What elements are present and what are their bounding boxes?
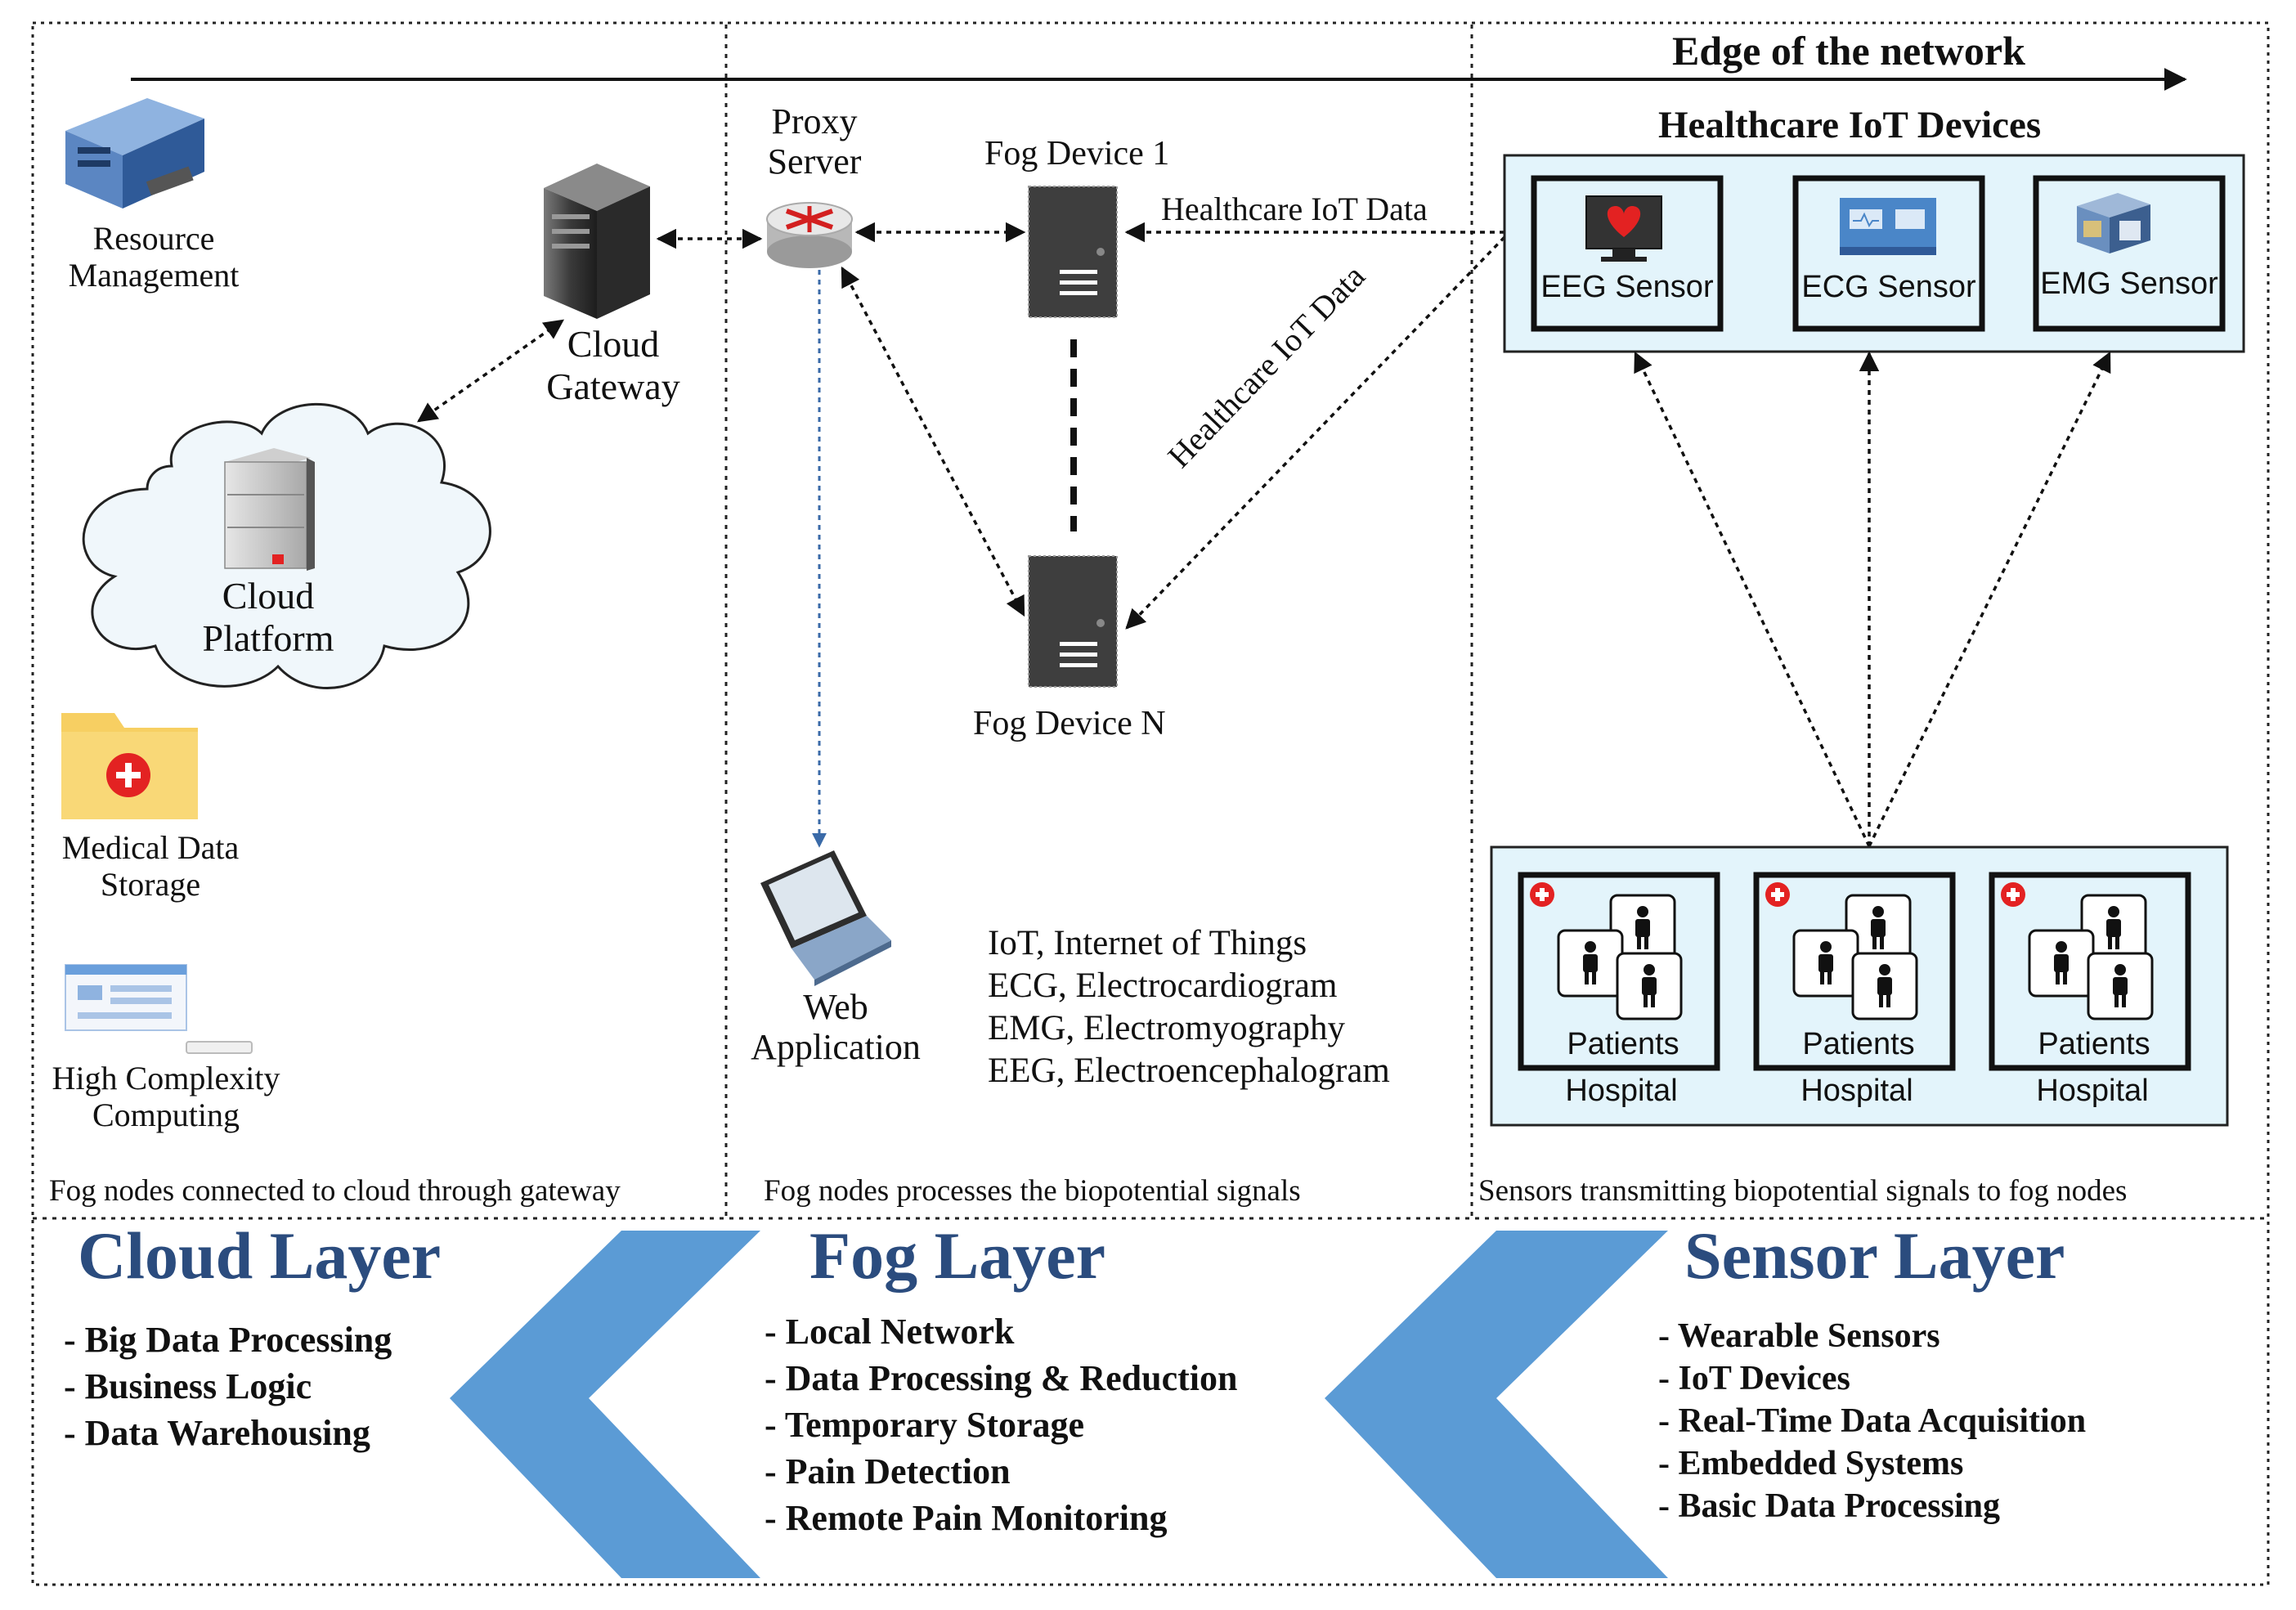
iot-data-label-1: Healthcare IoT Data (1161, 191, 1428, 227)
eeg-monitor-icon (1585, 195, 1662, 262)
patient-body-icon (2106, 919, 2121, 937)
hospital-emg-link (1868, 351, 2111, 847)
patient-head-icon (1879, 964, 1890, 975)
sensor-fogN-link (1125, 235, 1506, 630)
patient-head-icon (1820, 941, 1832, 953)
patient-body-icon (1871, 919, 1886, 937)
hospital-label: Hospital (1565, 1074, 1678, 1108)
hospital-label: Hospital (1800, 1074, 1913, 1108)
patient-body-icon (1642, 977, 1657, 995)
glossary-item: IoT, Internet of Things (988, 924, 1307, 962)
glossary-item: EMG, Electromyography (988, 1009, 1346, 1047)
cloud-layer-list: - Big Data Processing - Business Logic -… (64, 1316, 392, 1456)
sensor-layer-list: - Wearable Sensors - IoT Devices - Real-… (1658, 1315, 2086, 1527)
fog-device-n-icon (1028, 555, 1118, 688)
list-item: - Real-Time Data Acquisition (1658, 1402, 2087, 1440)
eeg-sensor-label: EEG Sensor (1540, 270, 1714, 304)
glossary-item: EEG, Electroencephalogram (988, 1052, 1390, 1090)
cloud-layer-chevron (450, 1231, 760, 1578)
cloud-platform-server-icon (224, 448, 315, 571)
patient-head-icon (2114, 964, 2126, 975)
glossary: IoT, Internet of Things ECG, Electrocard… (988, 922, 1390, 1092)
fog-layer-title: Fog Layer (809, 1218, 1106, 1293)
fog-device-n-label: Fog Device N (973, 705, 1166, 742)
list-item: - Local Network (765, 1312, 1015, 1352)
cloud-column-footer: Fog nodes connected to cloud through gat… (49, 1174, 621, 1208)
hospital-label: Hospital (2036, 1074, 2149, 1108)
list-item: - Embedded Systems (1658, 1445, 1964, 1482)
patient-head-icon (1585, 941, 1596, 953)
patient-head-icon (1872, 906, 1884, 917)
proxy-router-icon (766, 202, 853, 268)
patient-head-icon (1637, 906, 1648, 917)
patient-body-icon (2054, 954, 2069, 972)
fog-column-footer: Fog nodes processes the biopotential sig… (764, 1174, 1301, 1208)
cloud-gateway-link (416, 319, 565, 423)
fog-layer-list: - Local Network - Data Processing & Redu… (765, 1308, 1237, 1541)
list-item: - Wearable Sensors (1658, 1317, 1940, 1355)
resource-management-icon (65, 98, 204, 209)
medical-folder-icon (61, 713, 198, 819)
sensor-layer-title: Sensor Layer (1684, 1218, 2065, 1293)
list-item: - Data Warehousing (64, 1413, 370, 1453)
list-item: - Business Logic (64, 1366, 312, 1406)
fog-layer-chevron (1325, 1231, 1668, 1578)
glossary-item: ECG, Electrocardiogram (988, 966, 1338, 1005)
patient-body-icon (2113, 977, 2128, 995)
list-item: - Big Data Processing (64, 1320, 392, 1360)
patients-label: Patients (1802, 1027, 1915, 1061)
patient-head-icon (2108, 906, 2119, 917)
patients-label: Patients (2038, 1027, 2150, 1061)
list-item: - Pain Detection (765, 1451, 1011, 1491)
hospital-eeg-link (1634, 351, 1871, 847)
devices-title: Healthcare IoT Devices (1658, 104, 2042, 146)
list-item: - IoT Devices (1658, 1360, 1850, 1397)
patient-body-icon (1583, 954, 1598, 972)
fog-device-1-label: Fog Device 1 (984, 135, 1170, 173)
emg-sensor-label: EMG Sensor (2040, 267, 2218, 301)
sensor-column-footer: Sensors transmitting biopotential signal… (1478, 1174, 2128, 1208)
patients-label: Patients (1567, 1027, 1679, 1061)
laptop-icon (760, 850, 891, 986)
list-item: - Basic Data Processing (1658, 1487, 2001, 1525)
proxy-fogN-link (841, 266, 1025, 617)
patient-body-icon (1635, 919, 1650, 937)
list-item: - Temporary Storage (765, 1405, 1085, 1445)
ecg-sensor-label: ECG Sensor (1801, 270, 1976, 304)
outer-frame (31, 21, 2270, 1586)
list-item: - Data Processing & Reduction (765, 1358, 1238, 1398)
high-complexity-icon (65, 964, 253, 1054)
edge-of-network-label: Edge of the network (1672, 28, 2025, 74)
fog-device-1-icon (1028, 186, 1118, 318)
patient-body-icon (1877, 977, 1892, 995)
emg-device-icon (2077, 193, 2150, 253)
patient-head-icon (2056, 941, 2067, 953)
patient-body-icon (1818, 954, 1833, 972)
cloud-gateway-icon (544, 164, 650, 319)
list-item: - Remote Pain Monitoring (765, 1498, 1168, 1538)
ecg-monitor-icon (1840, 198, 1936, 255)
cloud-layer-title: Cloud Layer (78, 1218, 442, 1293)
patient-head-icon (1644, 964, 1655, 975)
